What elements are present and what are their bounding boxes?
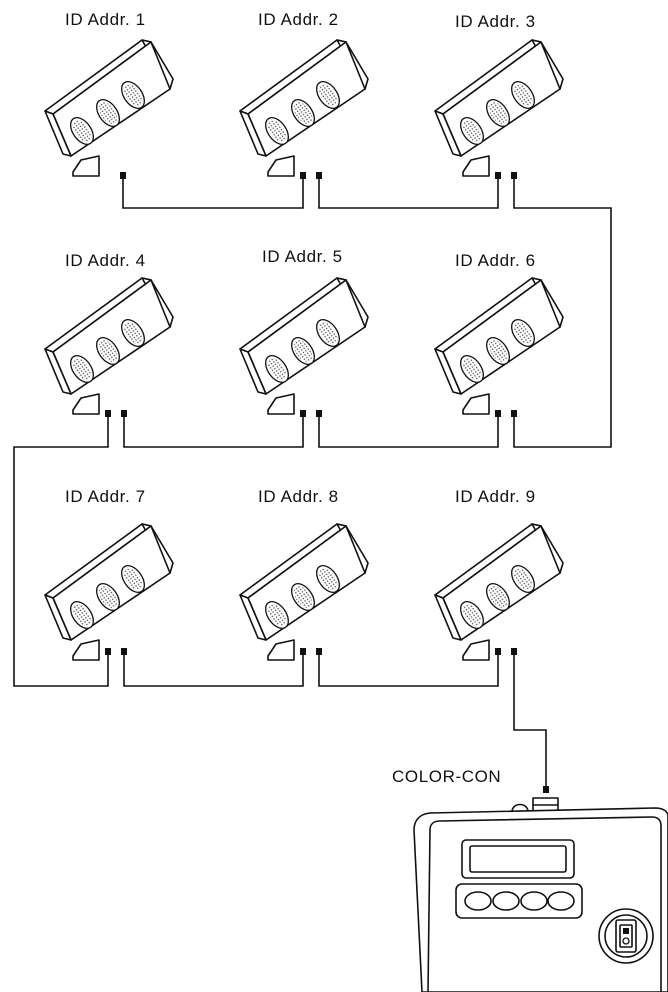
controller-button-1 <box>464 891 492 911</box>
fixture-label-7: ID Addr. 7 <box>65 487 146 506</box>
controller-button-4 <box>547 891 575 911</box>
led-fixture-1 <box>44 39 174 177</box>
fixture-label-3: ID Addr. 3 <box>455 12 536 31</box>
led-fixture-7 <box>44 523 174 661</box>
fixture-label-6: ID Addr. 6 <box>455 251 536 270</box>
led-fixture-5 <box>239 277 369 415</box>
fixture-label-8: ID Addr. 8 <box>258 487 339 506</box>
fixture-label-9: ID Addr. 9 <box>455 487 536 506</box>
led-fixture-6 <box>434 277 564 415</box>
color-con-controller <box>413 797 668 992</box>
connector-dots <box>105 172 549 793</box>
led-fixture-8 <box>239 523 369 661</box>
controller-label: COLOR-CON <box>392 767 501 786</box>
led-fixture-4 <box>44 277 174 415</box>
led-fixture-9 <box>434 523 564 661</box>
controller-button-2 <box>492 891 520 911</box>
fixture-label-5: ID Addr. 5 <box>262 247 343 266</box>
controller-button-3 <box>520 891 548 911</box>
fixture-label-2: ID Addr. 2 <box>258 10 339 29</box>
led-fixture-3 <box>434 39 564 177</box>
daisy-chain-cable <box>13 176 612 790</box>
fixture-label-4: ID Addr. 4 <box>65 251 146 270</box>
fixture-label-1: ID Addr. 1 <box>65 10 146 29</box>
led-fixture-2 <box>239 39 369 177</box>
